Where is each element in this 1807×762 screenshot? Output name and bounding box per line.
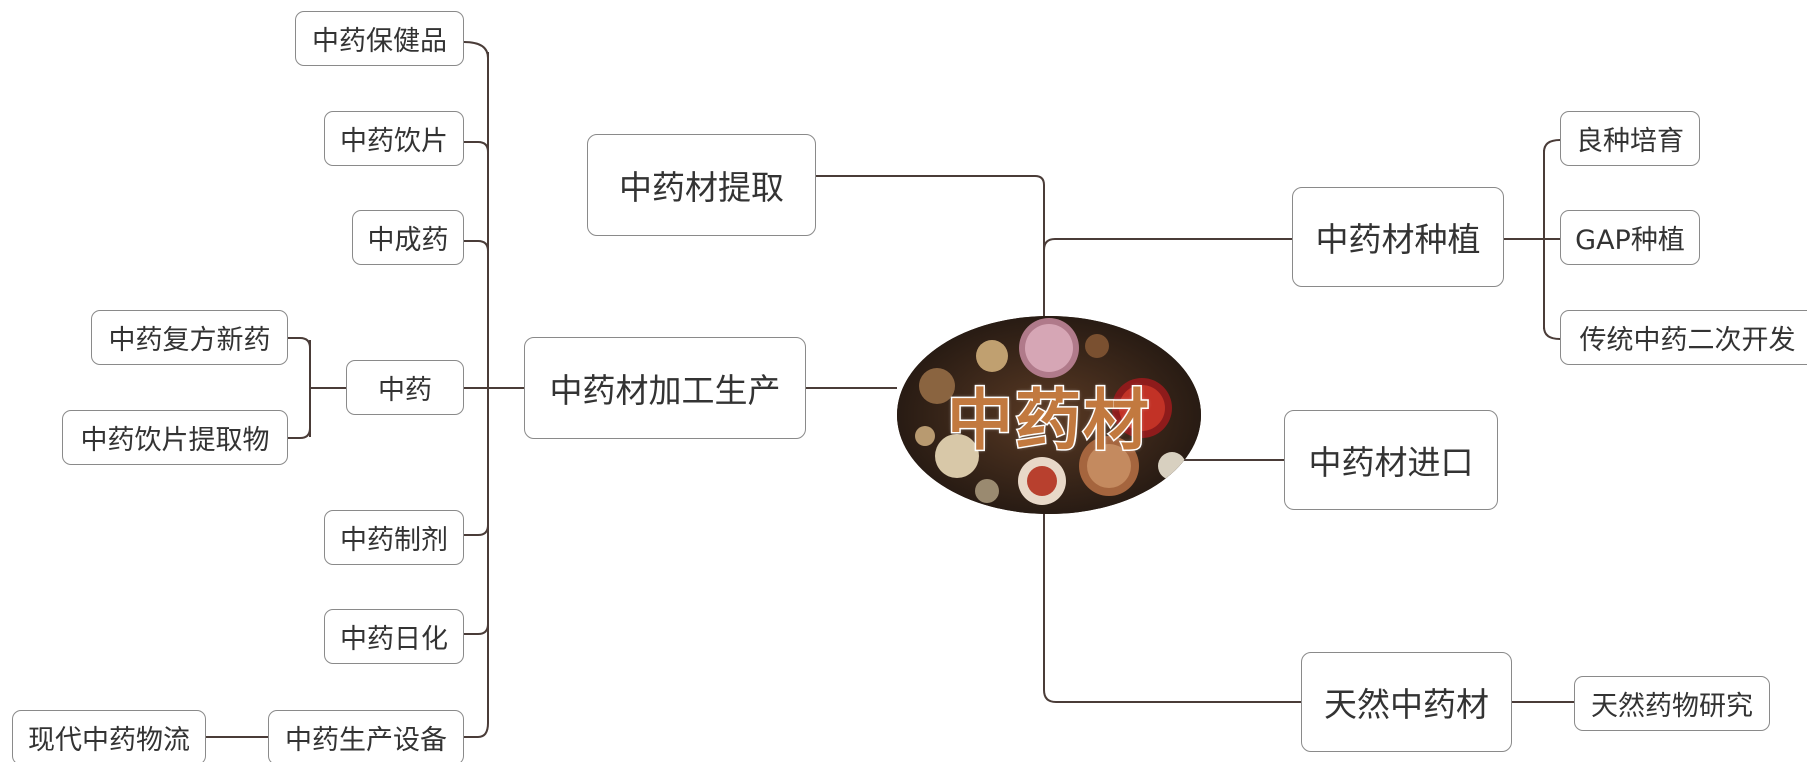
- link-extraction: [816, 175, 1045, 186]
- node-patent-medicine[interactable]: 中成药: [352, 210, 464, 265]
- node-secondary-dev[interactable]: 传统中药二次开发: [1560, 310, 1807, 365]
- link-planting: [1043, 238, 1292, 251]
- node-daily-chemicals[interactable]: 中药日化: [324, 609, 464, 664]
- center-title: 中药材: [946, 381, 1151, 461]
- node-research[interactable]: 天然药物研究: [1574, 676, 1770, 731]
- node-tcm[interactable]: 中药: [346, 360, 464, 415]
- link-natural: [1043, 512, 1301, 703]
- branch-import[interactable]: 中药材进口: [1284, 410, 1498, 510]
- center-image-node[interactable]: 中药材: [897, 316, 1201, 514]
- node-logistics[interactable]: 现代中药物流: [12, 710, 206, 762]
- node-breeding[interactable]: 良种培育: [1560, 111, 1700, 166]
- branch-natural[interactable]: 天然中药材: [1301, 652, 1512, 752]
- node-gap[interactable]: GAP种植: [1560, 210, 1700, 265]
- node-compound-new-drug[interactable]: 中药复方新药: [91, 310, 288, 365]
- node-health-products[interactable]: 中药保健品: [295, 11, 464, 66]
- node-decoction-extract[interactable]: 中药饮片提取物: [62, 410, 288, 465]
- node-equipment[interactable]: 中药生产设备: [268, 710, 464, 762]
- node-decoction-pieces[interactable]: 中药饮片: [324, 111, 464, 166]
- branch-extraction[interactable]: 中药材提取: [587, 134, 816, 236]
- node-preparations[interactable]: 中药制剂: [324, 510, 464, 565]
- branch-planting[interactable]: 中药材种植: [1292, 187, 1504, 287]
- herbs-photo-icon: [897, 316, 1201, 514]
- branch-processing[interactable]: 中药材加工生产: [524, 337, 806, 439]
